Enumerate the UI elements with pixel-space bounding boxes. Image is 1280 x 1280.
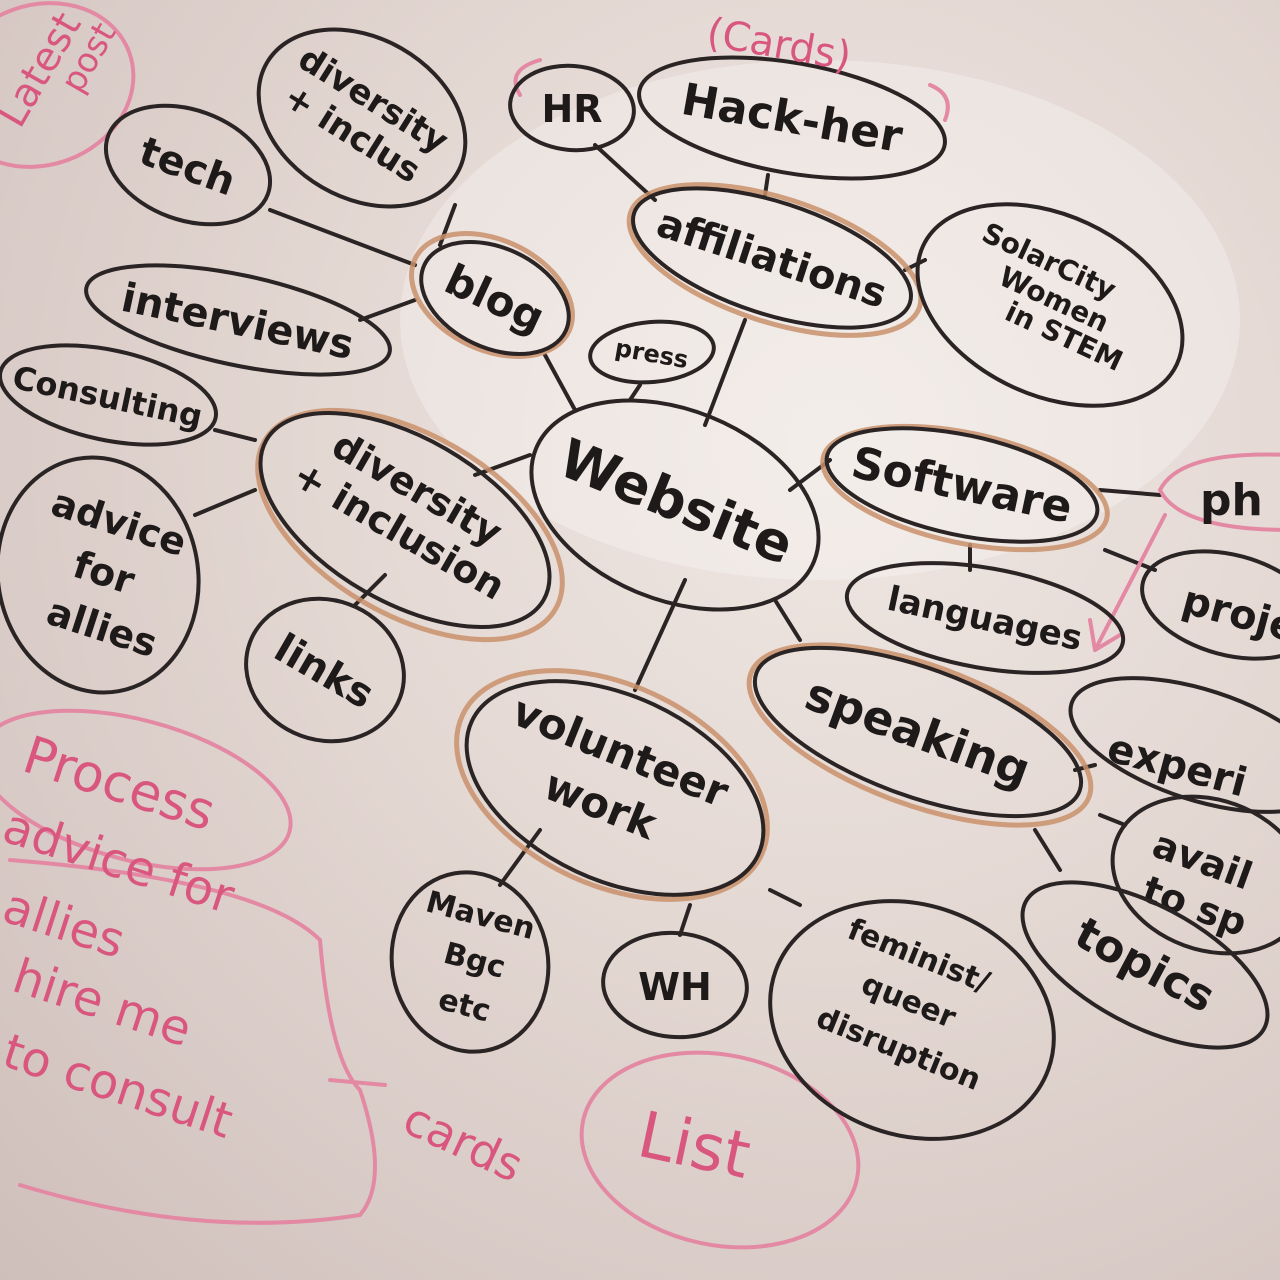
node-interviews-label: interviews bbox=[117, 275, 357, 369]
cards-bottom-label: cards bbox=[395, 1091, 531, 1193]
node-advice-line3: allies bbox=[41, 589, 162, 666]
latest-posts-oval bbox=[0, 1, 136, 169]
edge-volunteer-wh bbox=[678, 903, 692, 937]
node-tech: tech bbox=[103, 103, 273, 227]
node-maven-line2: Bgc bbox=[440, 936, 509, 986]
edge-speaking-available bbox=[1098, 813, 1127, 827]
node-advice-for-allies: advice for allies bbox=[0, 455, 201, 695]
process-oval bbox=[0, 708, 293, 872]
node-wh: WH bbox=[601, 930, 749, 1040]
node-proj-partial: proje bbox=[1140, 549, 1280, 661]
edge-website-press bbox=[628, 383, 642, 402]
node-maven-line1: Maven bbox=[422, 885, 539, 948]
edge-blog-tech bbox=[268, 208, 417, 267]
edge-volunteer-feminist bbox=[768, 888, 802, 907]
edge-volunteer-maven bbox=[498, 828, 542, 887]
edge-blog-interviews bbox=[358, 298, 417, 322]
ph-pink-oval bbox=[1157, 452, 1280, 532]
node-maven-line3: etc bbox=[435, 982, 495, 1029]
edge-speaking-topics bbox=[1033, 828, 1062, 872]
node-feminist: feminist/ queer disruption bbox=[768, 899, 1056, 1141]
node-proj-label: proje bbox=[1177, 577, 1280, 652]
node-available-partial: avail to sp bbox=[1110, 794, 1280, 956]
node-speaking-label: speaking bbox=[799, 667, 1038, 798]
side-list-line2: allies bbox=[0, 878, 131, 970]
edge-website-diversity bbox=[473, 453, 532, 477]
edge-software-proj bbox=[1103, 548, 1157, 572]
node-ph-label: ph bbox=[1200, 475, 1263, 526]
node-ph-partial: ph bbox=[1200, 475, 1263, 526]
node-interviews: interviews bbox=[84, 263, 392, 377]
node-languages: languages bbox=[844, 561, 1126, 675]
node-wh-label: WH bbox=[638, 965, 712, 1009]
node-languages-label: languages bbox=[884, 579, 1086, 659]
edge-website-affiliations bbox=[703, 318, 747, 427]
node-advice-line1: advice bbox=[46, 480, 192, 565]
edge-website-blog bbox=[543, 353, 577, 412]
cards-bottom-dash bbox=[328, 1078, 387, 1087]
edge-software-ph bbox=[1098, 488, 1162, 497]
node-maven: Maven Bgc etc bbox=[389, 870, 551, 1054]
node-advice-line2: for bbox=[68, 542, 140, 603]
edge-website-volunteer bbox=[633, 578, 687, 692]
list-label: List bbox=[632, 1098, 757, 1194]
node-links-label: links bbox=[266, 625, 381, 718]
node-hr: HR bbox=[508, 63, 636, 153]
node-consulting: Consulting bbox=[0, 343, 219, 447]
node-tech-label: tech bbox=[133, 128, 241, 205]
edge-diversity-advice bbox=[193, 488, 257, 517]
side-list-bracket bbox=[8, 858, 377, 1225]
software-pink-arrow bbox=[1088, 513, 1167, 652]
list-oval bbox=[579, 1050, 861, 1250]
edge-affiliations-hr bbox=[593, 143, 657, 202]
edge-website-speaking bbox=[773, 598, 802, 642]
node-hr-label: HR bbox=[541, 87, 602, 131]
cards-top-bracket bbox=[513, 58, 950, 122]
side-list-line4: to consult bbox=[0, 1023, 239, 1150]
edge-diversity-consulting bbox=[213, 428, 257, 442]
